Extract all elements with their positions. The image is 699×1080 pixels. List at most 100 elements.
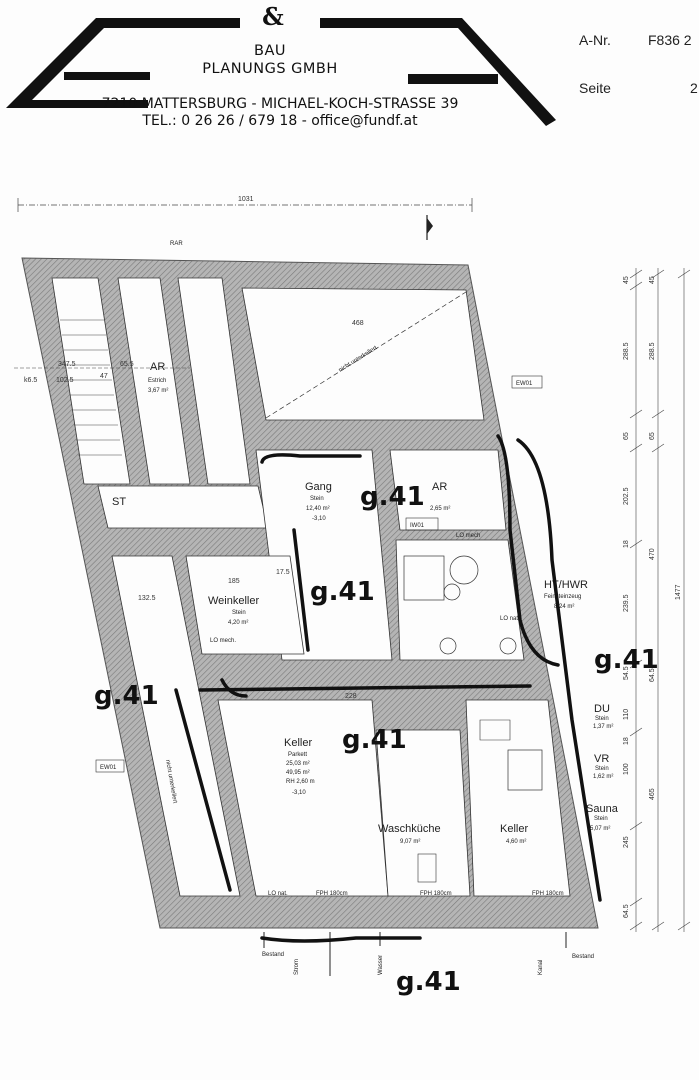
right-dimension-chains bbox=[629, 268, 691, 932]
svg-text:9,07 m²: 9,07 m² bbox=[400, 839, 420, 845]
svg-text:5,07 m²: 5,07 m² bbox=[590, 826, 610, 832]
label-lo-nat-bottom: LO nat. bbox=[268, 891, 288, 897]
stair-treads bbox=[60, 319, 122, 456]
svg-text:Gang: Gang bbox=[305, 481, 332, 493]
svg-text:Keller: Keller bbox=[284, 737, 312, 749]
svg-text:65: 65 bbox=[649, 432, 656, 440]
company-line-1: BAU bbox=[254, 43, 286, 59]
room-ar-top: AR Estrich 3,67 m² bbox=[148, 361, 168, 394]
svg-text:12,40 m²: 12,40 m² bbox=[306, 506, 330, 512]
svg-text:45: 45 bbox=[623, 276, 630, 284]
label-fph-2: FPH 180cm bbox=[420, 891, 452, 897]
svg-text:3,67 m²: 3,67 m² bbox=[148, 388, 168, 394]
label-rar: RAR bbox=[170, 241, 183, 247]
svg-text:AR: AR bbox=[150, 361, 165, 373]
handwritten-marks bbox=[174, 434, 602, 943]
seite-value: 2 bbox=[690, 80, 698, 96]
svg-text:HT/HWR: HT/HWR bbox=[544, 579, 588, 591]
seite-label: Seite bbox=[579, 80, 611, 96]
svg-text:4,20 m²: 4,20 m² bbox=[228, 620, 248, 626]
a-nr-label: A-Nr. bbox=[579, 32, 611, 48]
handwritten-note-1: g.41 bbox=[360, 482, 425, 512]
room-du: DU Stein 1,37 m² bbox=[593, 703, 613, 730]
svg-text:Parkett: Parkett bbox=[288, 752, 307, 758]
svg-text:1,62 m²: 1,62 m² bbox=[593, 774, 613, 780]
svg-text:45: 45 bbox=[649, 276, 656, 284]
room-keller-small: Keller 4,60 m² bbox=[500, 823, 528, 845]
handwritten-note-5: g.41 bbox=[342, 725, 407, 755]
svg-text:AR: AR bbox=[432, 481, 447, 493]
svg-text:110: 110 bbox=[623, 709, 630, 720]
right-dim-labels: 45 288.5 65 202.5 18 239.5 54.5 110 18 1… bbox=[623, 276, 682, 918]
label-bestand-2: Bestand bbox=[572, 954, 594, 960]
room-vr: VR Stein 1,62 m² bbox=[593, 753, 613, 780]
void-ar-mid bbox=[389, 449, 507, 531]
logo-ampersand: & bbox=[262, 2, 284, 31]
room-gang: Gang Stein 12,40 m² -3,10 bbox=[305, 481, 332, 522]
room-weinkeller: Weinkeller Stein 4,20 m² LO mech. bbox=[208, 595, 259, 644]
label-strom: Strom bbox=[294, 959, 300, 975]
svg-text:288.5: 288.5 bbox=[623, 342, 630, 360]
label-ew01-left: EW01 bbox=[100, 765, 117, 771]
svg-text:54.5: 54.5 bbox=[623, 666, 630, 680]
svg-text:-3,10: -3,10 bbox=[312, 516, 326, 522]
dim-228: 228 bbox=[345, 693, 357, 700]
dim-47: 47 bbox=[100, 373, 108, 380]
svg-text:245: 245 bbox=[623, 836, 630, 848]
svg-text:18: 18 bbox=[623, 540, 630, 548]
dim-17-5: 17.5 bbox=[276, 569, 290, 576]
svg-text:100: 100 bbox=[623, 763, 630, 775]
svg-text:4,60 m²: 4,60 m² bbox=[506, 839, 526, 845]
label-lo-nat: LO nat. bbox=[500, 616, 520, 622]
svg-text:RH 2,60 m: RH 2,60 m bbox=[286, 779, 315, 785]
svg-text:Weinkeller: Weinkeller bbox=[208, 595, 259, 607]
svg-text:2,65 m²: 2,65 m² bbox=[430, 506, 450, 512]
room-ar-mid: AR 2,65 m² bbox=[430, 481, 450, 512]
dim-347-5: 347.5 bbox=[58, 361, 76, 368]
label-bestand-1: Bestand bbox=[262, 952, 284, 958]
dim-102-5: 102.5 bbox=[56, 377, 74, 384]
svg-text:65: 65 bbox=[623, 432, 630, 440]
svg-text:239.5: 239.5 bbox=[623, 594, 630, 612]
handwritten-note-2: g.41 bbox=[310, 577, 375, 607]
label-iw01: IW01 bbox=[410, 523, 425, 529]
svg-text:Feinsteinzeug: Feinsteinzeug bbox=[544, 594, 581, 600]
svg-text:Estrich: Estrich bbox=[148, 378, 166, 384]
company-logo bbox=[6, 18, 556, 126]
svg-text:Sauna: Sauna bbox=[586, 803, 619, 815]
a-nr-value: F836 2 bbox=[648, 32, 692, 48]
company-address: 7210 MATTERSBURG - MICHAEL-KOCH-STRASSE … bbox=[0, 96, 560, 130]
svg-text:470: 470 bbox=[649, 548, 656, 560]
label-ew01-right: EW01 bbox=[516, 381, 533, 387]
svg-text:288.5: 288.5 bbox=[649, 342, 656, 360]
svg-text:-3,10: -3,10 bbox=[292, 790, 306, 796]
address-line-1: 7210 MATTERSBURG - MICHAEL-KOCH-STRASSE … bbox=[101, 96, 459, 112]
handwritten-note-6: g.41 bbox=[396, 967, 461, 997]
room-keller-main: Keller Parkett 25,03 m² 49,95 m² RH 2,60… bbox=[284, 737, 315, 796]
svg-text:49,95 m²: 49,95 m² bbox=[286, 770, 310, 776]
svg-text:1477: 1477 bbox=[675, 584, 682, 600]
address-line-2: TEL.: 0 26 26 / 679 18 - office@fundf.at bbox=[142, 113, 418, 129]
void-weinkeller bbox=[185, 555, 305, 655]
svg-text:64.5: 64.5 bbox=[649, 668, 656, 682]
void-waschkueche bbox=[375, 729, 471, 897]
svg-text:18: 18 bbox=[623, 737, 630, 745]
svg-text:Waschküche: Waschküche bbox=[378, 823, 441, 835]
label-st: ST bbox=[112, 496, 126, 508]
dim-185: 185 bbox=[228, 578, 240, 585]
handwritten-note-3: g.41 bbox=[594, 645, 659, 675]
svg-text:64.5: 64.5 bbox=[623, 904, 630, 918]
company-name: BAU PLANUNGS GMBH bbox=[0, 42, 540, 78]
svg-text:Keller: Keller bbox=[500, 823, 528, 835]
room-waschkueche: Waschküche 9,07 m² bbox=[378, 823, 441, 845]
company-line-2: PLANUNGS GMBH bbox=[202, 61, 338, 77]
floor-plan: 1031 468 nicht unterkellert bbox=[14, 196, 691, 997]
void-keller-small bbox=[465, 699, 571, 897]
svg-text:25,03 m²: 25,03 m² bbox=[286, 761, 310, 767]
svg-text:Stein: Stein bbox=[595, 766, 609, 772]
void-unexcavated-top bbox=[241, 287, 485, 421]
dim-65-5: 65.5 bbox=[120, 361, 134, 368]
svg-text:202.5: 202.5 bbox=[623, 487, 630, 505]
void-ar-top bbox=[117, 277, 191, 485]
